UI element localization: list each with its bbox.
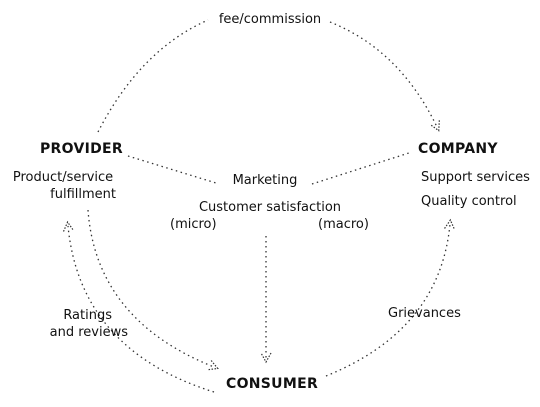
quality-control-label: Quality control xyxy=(421,194,517,209)
link-consumer-ratings-provider xyxy=(62,220,215,393)
link-fulfillment-consumer xyxy=(87,209,219,371)
customer-satisfaction-label: Customer satisfaction xyxy=(198,200,342,215)
fee-commission-label: fee/commission xyxy=(218,12,322,27)
arc-provider-to-fee xyxy=(97,19,209,133)
fulfillment-label: fulfillment xyxy=(50,187,116,202)
arc-fee-to-company xyxy=(329,21,440,132)
micro-label: (micro) xyxy=(170,217,217,232)
consumer-node: CONSUMER xyxy=(226,376,319,392)
ratings-label: Ratings xyxy=(63,308,112,323)
provider-node: PROVIDER xyxy=(40,141,123,157)
company-node: COMPANY xyxy=(418,141,498,157)
marketing-label: Marketing xyxy=(232,173,298,188)
grievances-label: Grievances xyxy=(388,306,461,321)
support-services-label: Support services xyxy=(421,170,530,185)
link-consumer-grievances-company xyxy=(325,218,456,377)
macro-label: (macro) xyxy=(318,217,369,232)
link-marketing-company xyxy=(311,151,413,185)
and-reviews-label: and reviews xyxy=(49,325,128,340)
product-service-label: Product/service xyxy=(12,170,114,185)
link-provider-marketing xyxy=(127,155,217,184)
